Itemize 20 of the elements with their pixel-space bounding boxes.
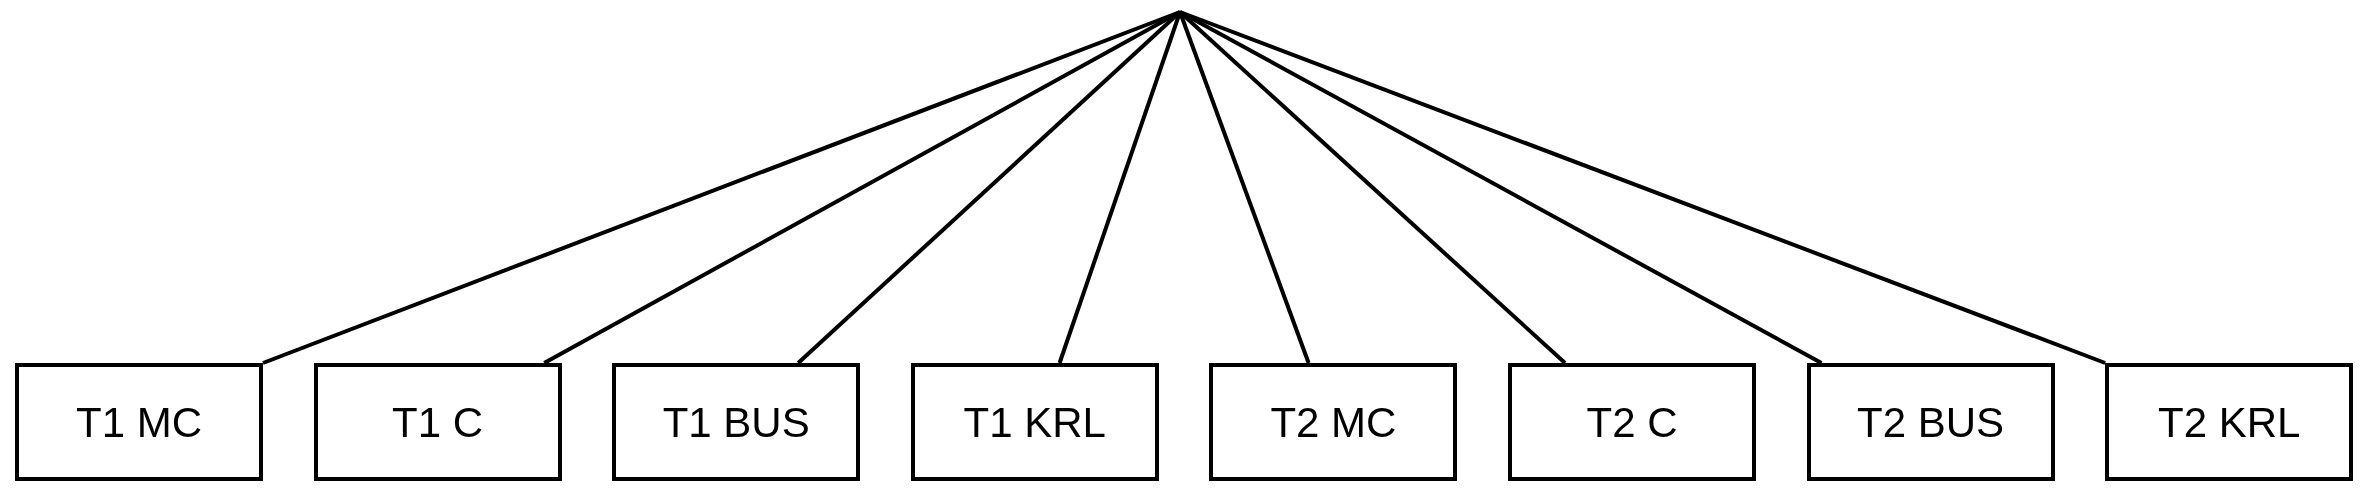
box-label: T2 KRL [2158,397,2301,448]
box-label: T1 BUS [662,397,810,448]
label-box [2105,363,2354,481]
label-box [1806,363,2055,481]
connector-line [543,10,1181,365]
label-box [910,363,1159,481]
connector-line [1179,10,2106,365]
label-box [15,363,263,481]
box-label: T2 MC [1270,397,1397,448]
label-box [1209,363,1458,481]
label-box [1508,363,1756,481]
connector-line [796,10,1182,365]
box-label: T1 C [392,397,484,448]
connector-line [262,10,1181,365]
label-box [313,363,562,481]
box-label: T2 C [1586,397,1678,448]
label-box [612,363,861,481]
box-label: T1 MC [76,397,202,448]
box-label: T1 KRL [963,397,1106,448]
box-label: T2 BUS [1857,397,2005,448]
